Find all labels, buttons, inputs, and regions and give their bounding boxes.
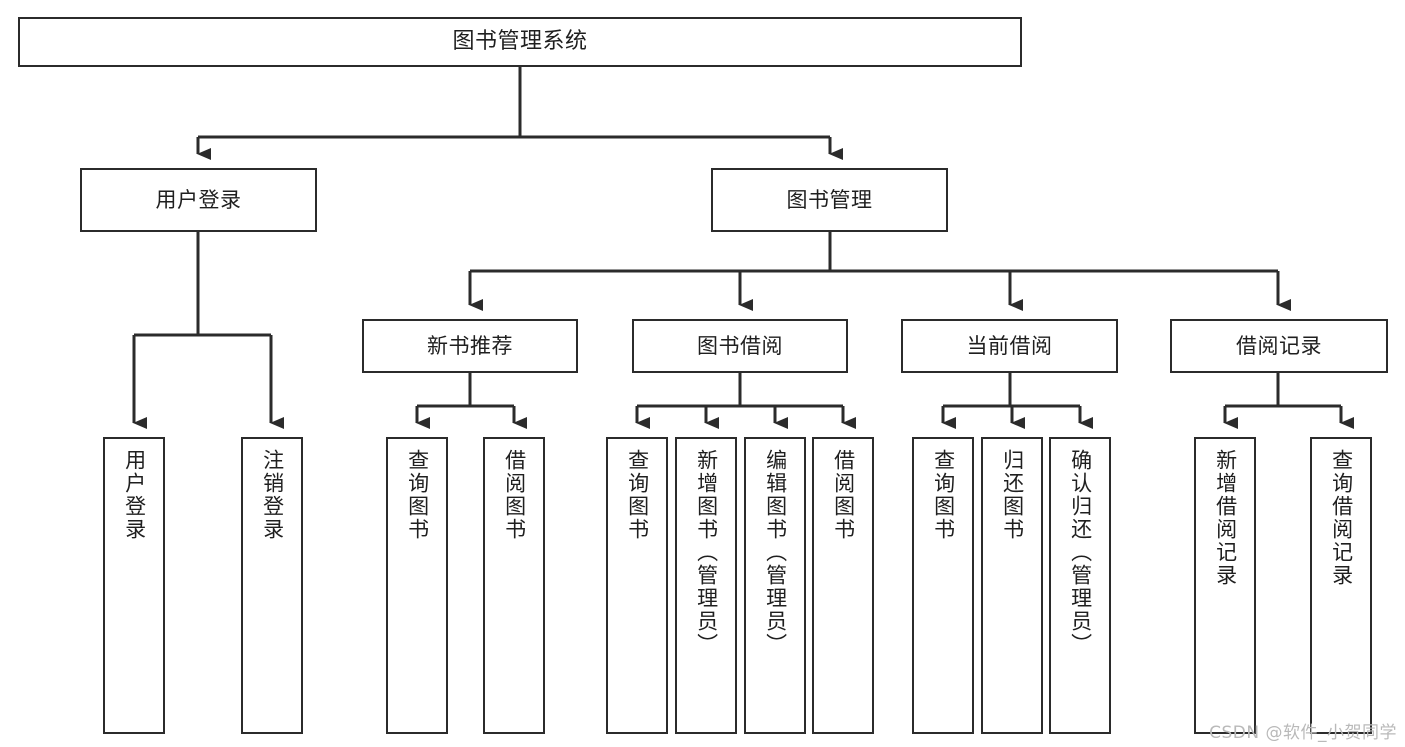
node-label: 查询图书 [931, 449, 956, 541]
node-label: 查询图书 [405, 449, 430, 541]
node-user-login[interactable]: 用户登录 [80, 168, 317, 232]
node-label: 借阅记录 [1236, 333, 1322, 358]
leaf-logout[interactable]: 注销登录 [241, 437, 303, 734]
leaf-add-book-admin[interactable]: 新增图书（管理员） [675, 437, 737, 734]
leaf-query-book-borrow[interactable]: 查询图书 [606, 437, 668, 734]
leaf-query-book-current[interactable]: 查询图书 [912, 437, 974, 734]
node-label: 新增借阅记录 [1213, 449, 1238, 587]
node-label: 用户登录 [122, 449, 147, 541]
node-label: 图书管理 [786, 187, 873, 212]
leaf-return-book[interactable]: 归还图书 [981, 437, 1043, 734]
leaf-edit-book-admin[interactable]: 编辑图书（管理员） [744, 437, 806, 734]
node-book-borrow[interactable]: 图书借阅 [632, 319, 848, 373]
node-label: 用户登录 [155, 187, 242, 212]
node-label: 确认归还（管理员） [1068, 449, 1093, 656]
node-label: 查询借阅记录 [1329, 449, 1354, 587]
node-label: 查询图书 [625, 449, 650, 541]
node-borrow-records[interactable]: 借阅记录 [1170, 319, 1388, 373]
leaf-add-borrow-record[interactable]: 新增借阅记录 [1194, 437, 1256, 734]
node-label: 借阅图书 [502, 449, 527, 541]
node-root-system[interactable]: 图书管理系统 [18, 17, 1022, 67]
node-label: 图书借阅 [697, 333, 783, 358]
node-label: 新增图书（管理员） [694, 449, 719, 656]
leaf-query-borrow-record[interactable]: 查询借阅记录 [1310, 437, 1372, 734]
leaf-confirm-return-admin[interactable]: 确认归还（管理员） [1049, 437, 1111, 734]
leaf-borrow-book-recommend[interactable]: 借阅图书 [483, 437, 545, 734]
node-new-book-recommend[interactable]: 新书推荐 [362, 319, 578, 373]
node-book-management[interactable]: 图书管理 [711, 168, 948, 232]
leaf-query-book-recommend[interactable]: 查询图书 [386, 437, 448, 734]
node-label: 注销登录 [260, 449, 285, 541]
node-label: 图书管理系统 [452, 29, 588, 55]
leaf-user-login[interactable]: 用户登录 [103, 437, 165, 734]
node-label: 借阅图书 [831, 449, 856, 541]
node-label: 编辑图书（管理员） [763, 449, 788, 656]
node-label: 归还图书 [1000, 449, 1025, 541]
node-label: 当前借阅 [966, 333, 1053, 358]
leaf-borrow-book[interactable]: 借阅图书 [812, 437, 874, 734]
node-current-borrow[interactable]: 当前借阅 [901, 319, 1118, 373]
node-label: 新书推荐 [427, 333, 513, 358]
